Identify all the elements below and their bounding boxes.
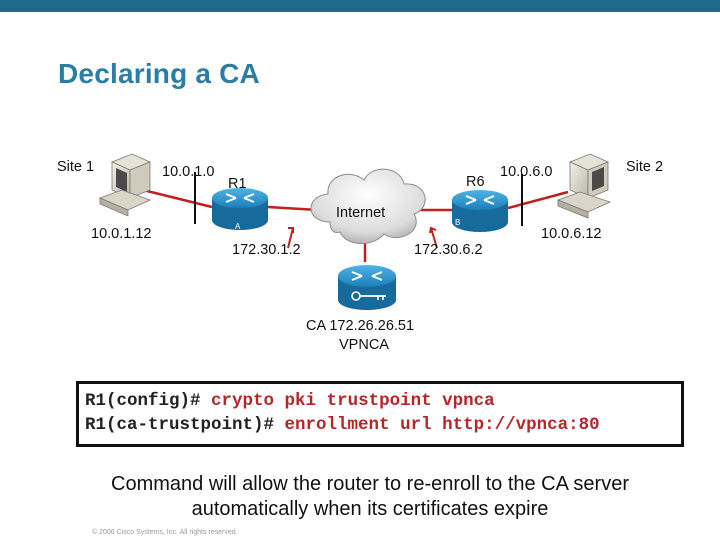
ca-address: CA 172.26.26.51 (306, 318, 414, 334)
r6-port-label: B (455, 218, 460, 227)
command-prompt: R1(ca-trustpoint)# (85, 415, 275, 435)
router-icon (452, 190, 508, 232)
network-links (142, 172, 569, 262)
pc-icon (556, 153, 612, 219)
command-line-2: R1(ca-trustpoint)# enrollment url http:/… (85, 415, 600, 435)
site2-host-ip: 10.0.6.12 (541, 226, 601, 242)
cloud-icon (310, 168, 426, 244)
site1-label: Site 1 (57, 159, 94, 175)
slide-title: Declaring a CA (58, 58, 260, 89)
network-diagram: Internet A R1 172.30.1.2 B R6 172.30.6.2… (57, 153, 663, 353)
r1-name: R1 (228, 176, 247, 192)
caption-line-2: automatically when its certificates expi… (191, 498, 549, 520)
command-prompt: R1(config)# (85, 391, 201, 411)
ca-router-key-icon (338, 265, 396, 310)
caption-line-1: Command will allow the router to re-enro… (111, 473, 629, 495)
site1-network: 10.0.1.0 (162, 164, 214, 180)
r1-ip: 172.30.1.2 (232, 242, 301, 258)
link-r6-site2 (507, 190, 569, 210)
r1-port-label: A (235, 222, 241, 231)
site2-network: 10.0.6.0 (500, 164, 552, 180)
r6-name: R6 (466, 174, 485, 190)
router-icon (212, 188, 268, 230)
ca-name: VPNCA (339, 337, 389, 353)
command-line-1: R1(config)# crypto pki trustpoint vpnca (85, 391, 495, 411)
r6-interface-arrow (429, 226, 438, 249)
site1-host-ip: 10.0.1.12 (91, 226, 151, 242)
internet-label: Internet (336, 205, 385, 221)
r6-ip: 172.30.6.2 (414, 242, 483, 258)
command-text: enrollment url http://vpnca:80 (284, 415, 600, 435)
site2-label: Site 2 (626, 159, 663, 175)
header-bar (0, 0, 720, 12)
copyright-notice: © 2006 Cisco Systems, Inc. All rights re… (92, 529, 238, 536)
command-box: R1(config)# crypto pki trustpoint vpnca … (76, 381, 684, 447)
command-text: crypto pki trustpoint vpnca (211, 391, 495, 411)
caption: Command will allow the router to re-enro… (40, 472, 700, 522)
r1-interface-arrow (287, 227, 294, 249)
pc-icon (98, 153, 152, 217)
link-site1-r1 (142, 188, 213, 209)
link-r1-internet (267, 205, 319, 212)
